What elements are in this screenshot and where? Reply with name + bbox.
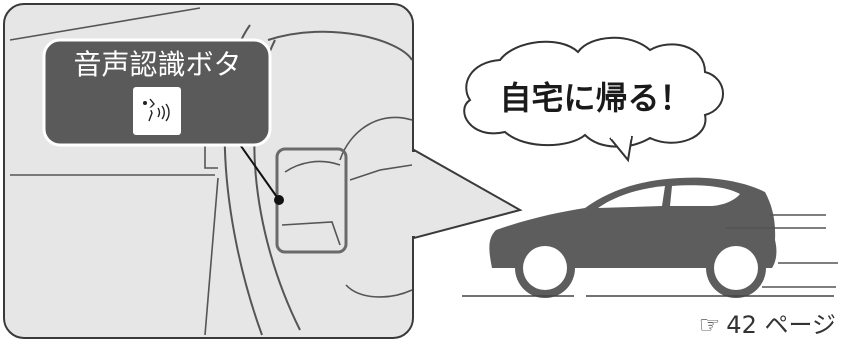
connector-wedge [414, 150, 520, 238]
callout-label: 音声認識ボタン [60, 47, 255, 83]
page-reference-text: 42 ページ [726, 310, 836, 340]
car-illustration [489, 178, 776, 298]
speech-bubble-tail [610, 136, 632, 160]
hand-pointing-icon: ☞ [699, 310, 721, 340]
car-wheel-front-inner [523, 246, 567, 290]
car-wheel-rear-inner [714, 246, 758, 290]
page-reference[interactable]: ☞ 42 ページ [656, 310, 836, 340]
speech-bubble-text: 自宅に帰る！ [483, 73, 708, 123]
callout-anchor-dot [274, 195, 284, 205]
